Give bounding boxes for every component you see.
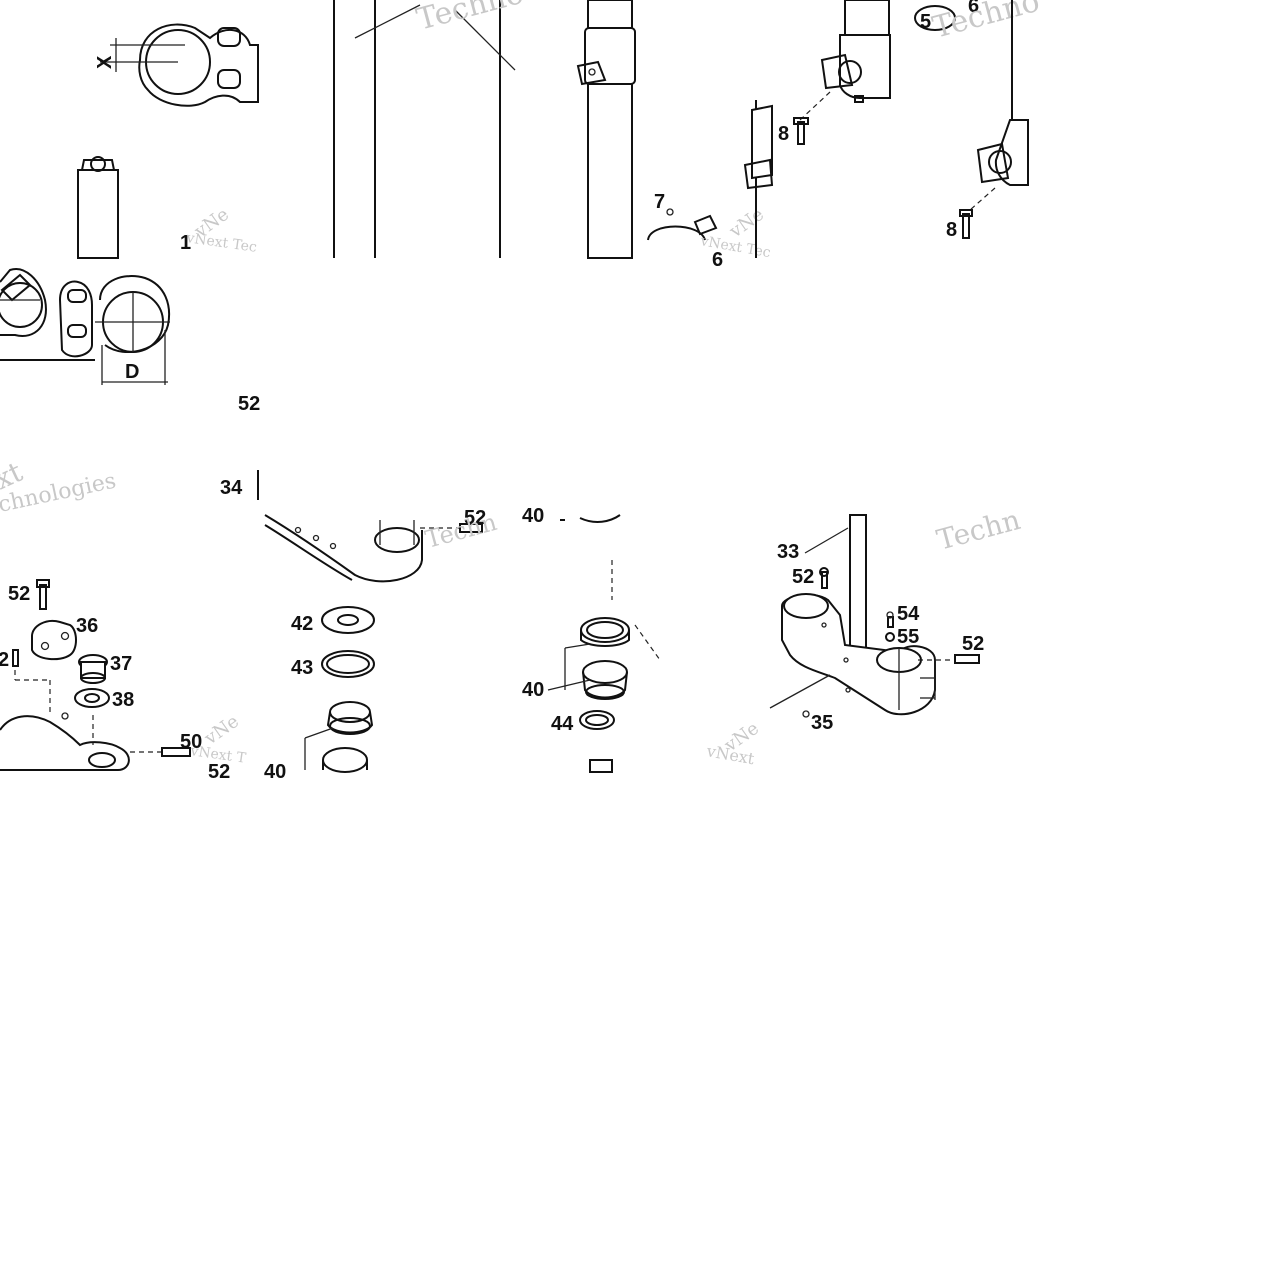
part-8-label: 8 <box>778 123 789 145</box>
watermark-text: Techno <box>413 0 527 38</box>
part-40-label: 40 <box>522 505 544 527</box>
part-42-label: 42 <box>291 613 313 635</box>
part-38-label: 38 <box>112 689 134 711</box>
part-35-label: 35 <box>811 712 833 734</box>
part-1-label: 1 <box>180 232 191 254</box>
part-8-label: 8 <box>946 219 957 241</box>
part-7-label: 7 <box>654 191 665 213</box>
tile-bearing-stack-a: 42 43 40 <box>264 606 375 783</box>
tile-fork-legs: 8 5 6 Techno 8 <box>743 0 1043 258</box>
part-37-label: 37 <box>110 653 132 675</box>
part-2-label: 2 <box>0 649 9 671</box>
tile-top-clamp-parts: 52 36 37 38 2 50 vNext T vNe 52 <box>0 579 248 783</box>
tile-clamp-x-dimension: X <box>94 23 259 107</box>
tile-clamp-d-dimension: D 52 <box>0 268 260 415</box>
part-33-label: 33 <box>777 541 799 563</box>
part-6-label: 6 <box>968 0 979 17</box>
part-40-label: 40 <box>522 679 544 701</box>
part-52-label: 52 <box>208 761 230 783</box>
watermark-text: Techno <box>929 0 1043 46</box>
part-54-label: 54 <box>897 603 920 625</box>
watermark-text: vNext Tec <box>184 230 257 256</box>
tile-steering-head-upper: xt chnologies 34 52 Techn 40 <box>0 455 621 583</box>
dimension-x-label: X <box>94 55 116 69</box>
tile-fork-tube: 1 vNext Tec vNe <box>77 156 258 259</box>
part-44-label: 44 <box>551 713 574 735</box>
part-5-label: 5 <box>920 11 931 33</box>
tile-tube-clamp: 7 vNext Tec vNe 6 <box>576 0 772 271</box>
tile-bearing-stack-b: 40 44 vNext vNe <box>522 560 763 773</box>
watermark-text: vNext T <box>188 743 247 767</box>
part-36-label: 36 <box>76 615 98 637</box>
part-55-label: 55 <box>897 626 919 648</box>
tile-lower-triple-clamp: Techn 33 52 54 55 52 35 <box>769 503 1024 734</box>
part-34-label: 34 <box>220 477 243 499</box>
part-50-label: 50 <box>180 731 202 753</box>
watermark-text: vNe <box>725 204 768 243</box>
part-52-label: 52 <box>238 393 260 415</box>
tile-long-fork-tubes: Techno <box>333 0 527 258</box>
dimension-d-label: D <box>125 361 139 383</box>
watermark-text: Techn <box>933 503 1023 557</box>
part-40-label: 40 <box>264 761 286 783</box>
part-52-label: 52 <box>962 633 984 655</box>
part-52-label: 52 <box>792 566 814 588</box>
part-43-label: 43 <box>291 657 313 679</box>
watermark-text: Techn <box>422 508 499 554</box>
watermark-text: vNe <box>200 711 243 750</box>
part-52-label: 52 <box>464 507 486 529</box>
part-6-label: 6 <box>712 249 723 271</box>
part-52-label: 52 <box>8 583 30 605</box>
